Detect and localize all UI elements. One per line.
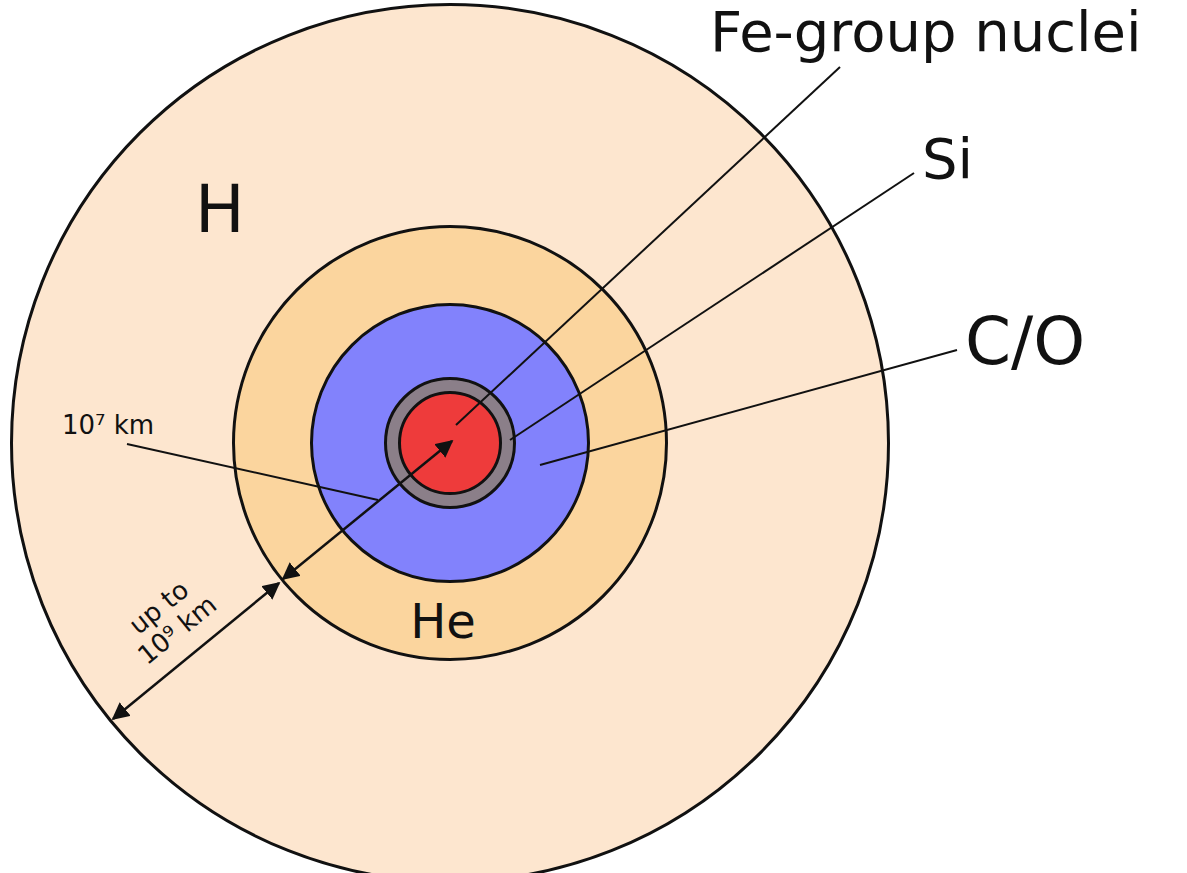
- shell-circle: [12, 5, 889, 873]
- shell-label: H: [195, 177, 245, 243]
- shell-outline: [398, 391, 502, 495]
- hydrogen-shell: H He C/OSiFe-group nuclei: [10, 3, 890, 873]
- shell-label: C/O: [965, 309, 1085, 375]
- shell-circle: [234, 227, 667, 660]
- shell-circle: [386, 379, 515, 508]
- silicon-shell: SiFe-group nuclei: [384, 377, 516, 509]
- dimension-label: 10⁷ km: [62, 412, 154, 438]
- shell-label: Fe-group nuclei: [710, 4, 1142, 60]
- helium-shell: He C/OSiFe-group nuclei: [232, 225, 668, 661]
- shell-label: He: [410, 597, 476, 645]
- shell-circle: [312, 305, 589, 582]
- carbon-oxygen-shell: C/OSiFe-group nuclei: [310, 303, 590, 583]
- shell-label: Si: [922, 131, 973, 187]
- shell-circle: [400, 393, 501, 494]
- iron-core: Fe-group nuclei: [398, 391, 502, 495]
